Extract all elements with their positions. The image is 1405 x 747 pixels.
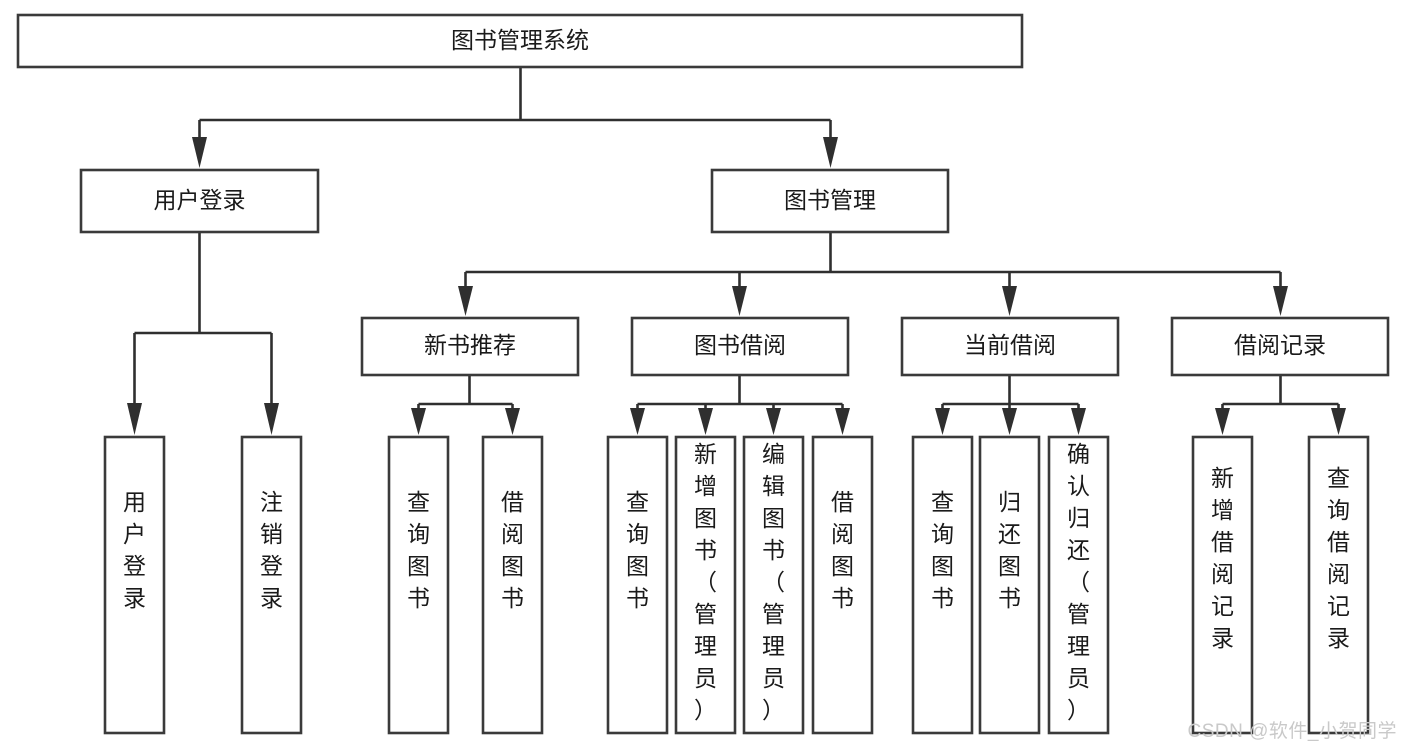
arrow-head-leaf-7 <box>766 408 781 435</box>
leaf-node-box[interactable] <box>674 435 737 735</box>
leaf-node-label: 新增图书（管理员） <box>694 441 717 723</box>
leaf-node-label: 归还图书 <box>998 489 1021 611</box>
node-book-borrow[interactable]: 图书借阅 <box>630 316 850 377</box>
node-book-management-label: 图书管理 <box>784 187 876 213</box>
leaf-node-box[interactable] <box>606 435 669 735</box>
leaf-node[interactable]: 归还图书 <box>978 435 1041 735</box>
leaf-node-label: 查询图书 <box>626 489 649 611</box>
leaf-node-box[interactable] <box>811 435 874 735</box>
node-book-borrow-box[interactable] <box>630 316 850 377</box>
node-borrow-record-label: 借阅记录 <box>1234 332 1326 358</box>
leaf-node[interactable]: 查询图书 <box>387 435 450 735</box>
leaf-node-label: 确认归还（管理员） <box>1067 441 1090 723</box>
node-book-borrow-label: 图书借阅 <box>694 332 786 358</box>
arrow-head-login <box>192 137 207 168</box>
node-current-borrow[interactable]: 当前借阅 <box>900 316 1120 377</box>
arrow-head-leaf-5 <box>630 408 645 435</box>
node-user-login[interactable]: 用户登录 <box>79 168 320 234</box>
leaf-node-box[interactable] <box>387 435 450 735</box>
node-root-label: 图书管理系统 <box>451 27 589 53</box>
arrow-head-leaf-10 <box>1002 408 1017 435</box>
arrow-head-leaf-6 <box>698 408 713 435</box>
leaf-node-label: 新增借阅记录 <box>1211 465 1234 651</box>
leaf-node-label: 查询图书 <box>931 489 954 611</box>
node-book-management-box[interactable] <box>710 168 950 234</box>
leaf-node-label: 编辑图书（管理员） <box>762 441 785 723</box>
leaf-node[interactable]: 用户登录 <box>103 435 166 735</box>
leaf-node[interactable]: 借阅图书 <box>811 435 874 735</box>
node-new-book-recommend[interactable]: 新书推荐 <box>360 316 580 377</box>
arrow-head-leaf-3 <box>411 408 426 435</box>
leaf-node-label: 借阅图书 <box>501 489 524 611</box>
leaf-node-box[interactable] <box>1191 435 1254 735</box>
node-current-borrow-box[interactable] <box>900 316 1120 377</box>
leaf-node[interactable]: 查询图书 <box>606 435 669 735</box>
node-root-box[interactable] <box>16 13 1024 69</box>
node-book-management[interactable]: 图书管理 <box>710 168 950 234</box>
arrow-head-bookmgmt <box>823 137 838 168</box>
leaf-node-box[interactable] <box>742 435 805 735</box>
leaf-node-box[interactable] <box>978 435 1041 735</box>
arrow-head-current <box>1002 286 1017 316</box>
leaf-node-box[interactable] <box>1047 435 1110 735</box>
arrow-head-leaf-11 <box>1071 408 1086 435</box>
node-borrow-record[interactable]: 借阅记录 <box>1170 316 1390 377</box>
connector-layer <box>127 67 1346 435</box>
arrow-head-leaf-12 <box>1215 408 1230 435</box>
leaf-node-box[interactable] <box>1307 435 1370 735</box>
leaf-node[interactable]: 新增图书（管理员） <box>674 435 737 735</box>
node-new-book-recommend-label: 新书推荐 <box>424 332 516 358</box>
arrow-head-leaf-8 <box>835 408 850 435</box>
leaf-node-label: 查询图书 <box>407 489 430 611</box>
leaf-node-box[interactable] <box>103 435 166 735</box>
leaf-node-label: 注销登录 <box>260 489 283 611</box>
arrow-head-record <box>1273 286 1288 316</box>
arrow-head-leaf-2 <box>264 403 279 435</box>
leaf-node[interactable]: 新增借阅记录 <box>1191 435 1254 735</box>
arrow-head-leaf-4 <box>505 408 520 435</box>
node-borrow-record-box[interactable] <box>1170 316 1390 377</box>
leaf-node-label: 用户登录 <box>123 489 146 611</box>
node-user-login-box[interactable] <box>79 168 320 234</box>
watermark-text: CSDN @软件_小贺同学 <box>1187 721 1397 742</box>
arrow-head-newbook <box>458 286 473 316</box>
leaf-node-label: 查询借阅记录 <box>1327 465 1350 651</box>
arrow-head-leaf-9 <box>935 408 950 435</box>
leaf-node[interactable]: 借阅图书 <box>481 435 544 735</box>
leaf-node-label: 借阅图书 <box>831 489 854 611</box>
node-new-book-recommend-box[interactable] <box>360 316 580 377</box>
arrow-head-leaf-13 <box>1331 408 1346 435</box>
leaf-node[interactable]: 确认归还（管理员） <box>1047 435 1110 735</box>
arrow-head-borrow <box>732 286 747 316</box>
leaf-node[interactable]: 查询借阅记录 <box>1307 435 1370 735</box>
leaf-node[interactable]: 注销登录 <box>240 435 303 735</box>
leaf-node[interactable]: 编辑图书（管理员） <box>742 435 805 735</box>
leaf-node-box[interactable] <box>911 435 974 735</box>
node-root[interactable]: 图书管理系统 <box>16 13 1024 69</box>
arrow-head-leaf-1 <box>127 403 142 435</box>
leaf-node-box[interactable] <box>240 435 303 735</box>
leaf-node-box[interactable] <box>481 435 544 735</box>
node-current-borrow-label: 当前借阅 <box>964 332 1056 358</box>
leaf-node[interactable]: 查询图书 <box>911 435 974 735</box>
node-user-login-label: 用户登录 <box>154 187 246 213</box>
